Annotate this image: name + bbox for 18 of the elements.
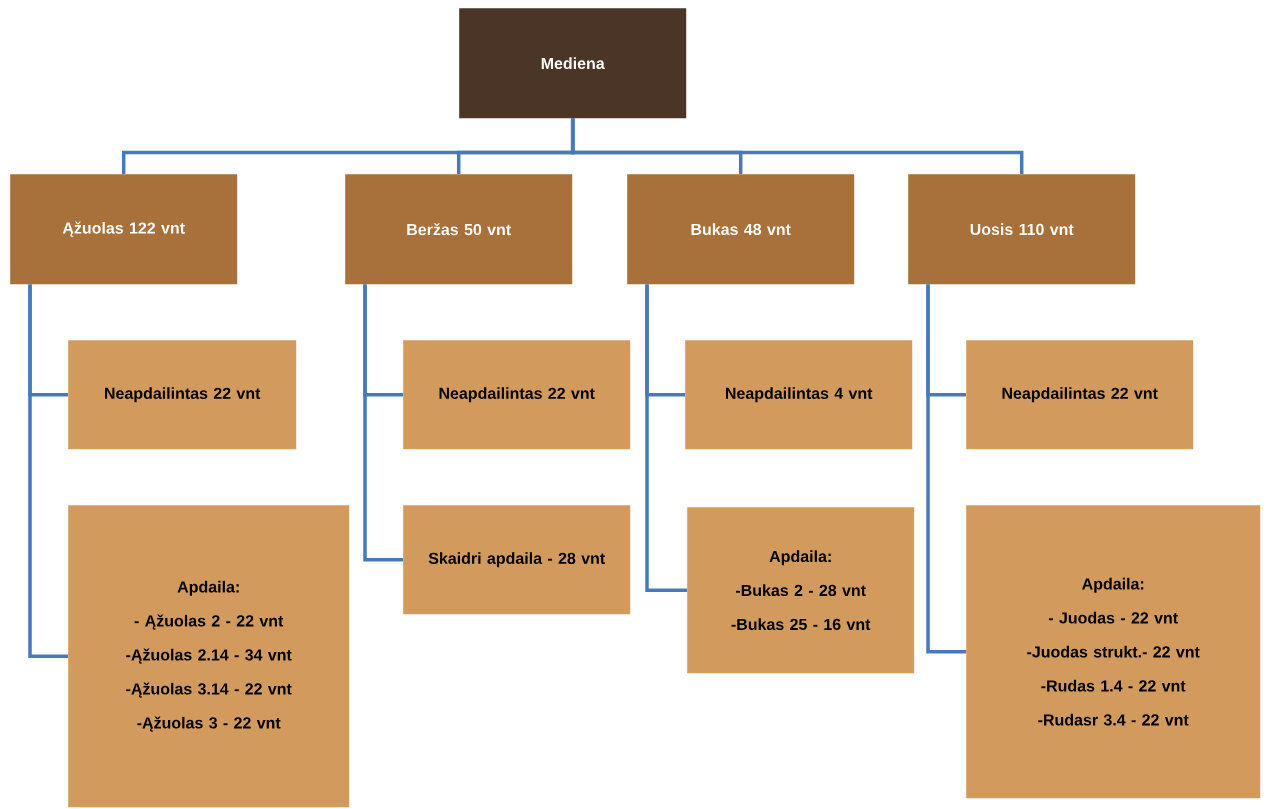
- item-box: Neapdailintas 22 vnt: [68, 340, 297, 450]
- item-box: Apdaila: -Bukas 2 - 28 vnt -Bukas 25 - 16 vnt: [687, 507, 915, 674]
- connector-line: [645, 284, 687, 592]
- item-box: Neapdailintas 22 vnt: [966, 340, 1194, 450]
- connector-line: [926, 284, 966, 654]
- item-box: Neapdailintas 22 vnt: [403, 340, 631, 450]
- item-box: Apdaila: - Juodas - 22 vnt -Juodas strukt.- 22 vnt -Rudas 1.4 - 22 vnt -Rudasr 3.4 - 22 vnt: [966, 505, 1261, 799]
- connector-line: [363, 284, 403, 562]
- item-box: Neapdailintas 4 vnt: [685, 340, 913, 450]
- item-box: Apdaila: - Ąžuolas 2 - 22 vnt -Ąžuolas 2.14 - 34 vnt -Ąžuolas 3.14 - 22 vnt -Ąžuolas 3 - 22 vnt: [68, 505, 350, 808]
- category-box: Bukas 48 vnt: [627, 174, 855, 285]
- category-box: Beržas 50 vnt: [345, 174, 573, 285]
- category-box: Ąžuolas 122 vnt: [10, 174, 238, 285]
- connector-line: [28, 284, 68, 658]
- root-box: Mediena: [459, 8, 687, 119]
- item-box: Skaidri apdaila - 28 vnt: [403, 505, 631, 615]
- category-box: Uosis 110 vnt: [908, 174, 1136, 285]
- connector-line: [570, 118, 1024, 174]
